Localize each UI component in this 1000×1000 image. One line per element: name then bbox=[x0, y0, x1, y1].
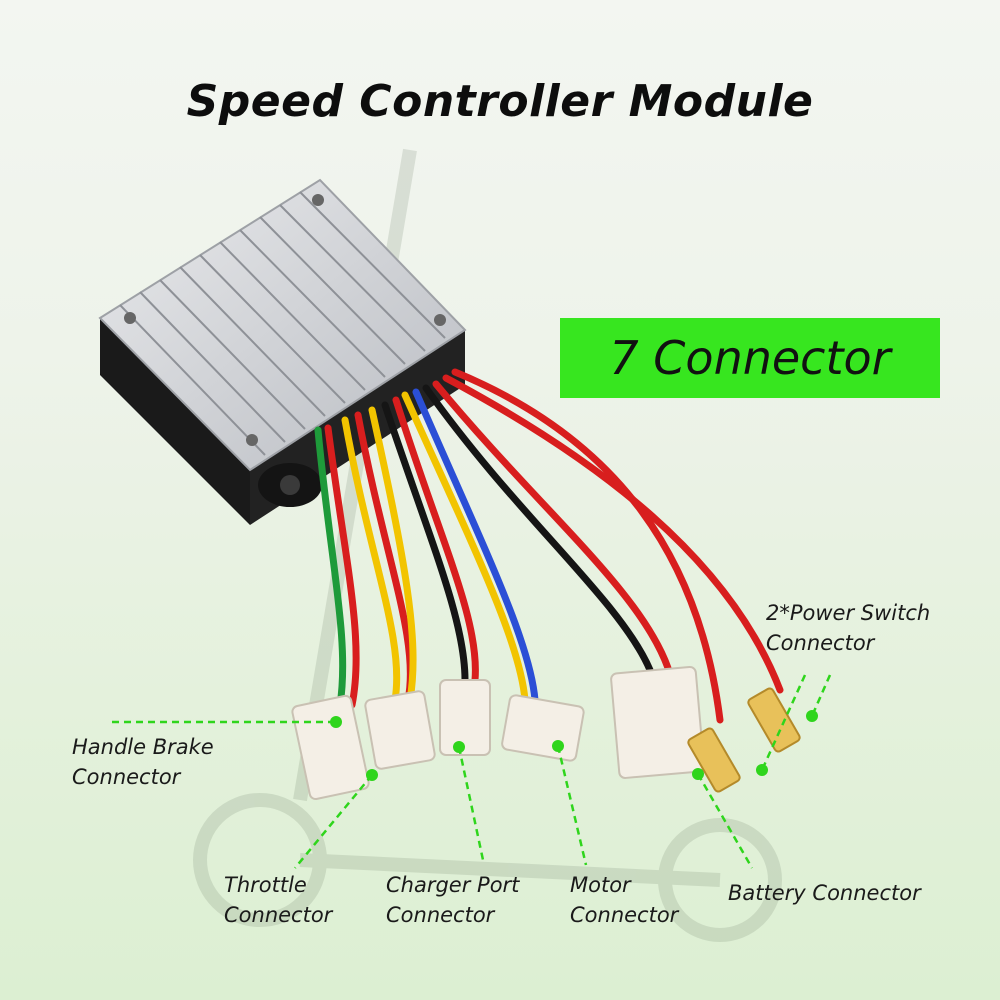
label-motor: Motor Connector bbox=[570, 873, 679, 927]
connector-count-badge: 7 Connector bbox=[560, 318, 940, 398]
wire-bundle-icon bbox=[314, 368, 784, 724]
page-title: Speed Controller Module bbox=[186, 76, 814, 127]
callout-lines bbox=[112, 674, 832, 869]
label-battery: Battery Connector bbox=[728, 881, 921, 905]
connector-count-text: 7 Connector bbox=[609, 331, 891, 385]
label-charger-port: Charger Port Connector bbox=[386, 873, 520, 927]
label-power-switch: 2*Power Switch Connector bbox=[766, 601, 931, 655]
label-throttle: Throttle Connector bbox=[224, 873, 333, 927]
controller-box-icon bbox=[98, 178, 467, 525]
callout-dots bbox=[330, 710, 818, 781]
label-handle-brake: Handle Brake Connector bbox=[72, 735, 214, 789]
